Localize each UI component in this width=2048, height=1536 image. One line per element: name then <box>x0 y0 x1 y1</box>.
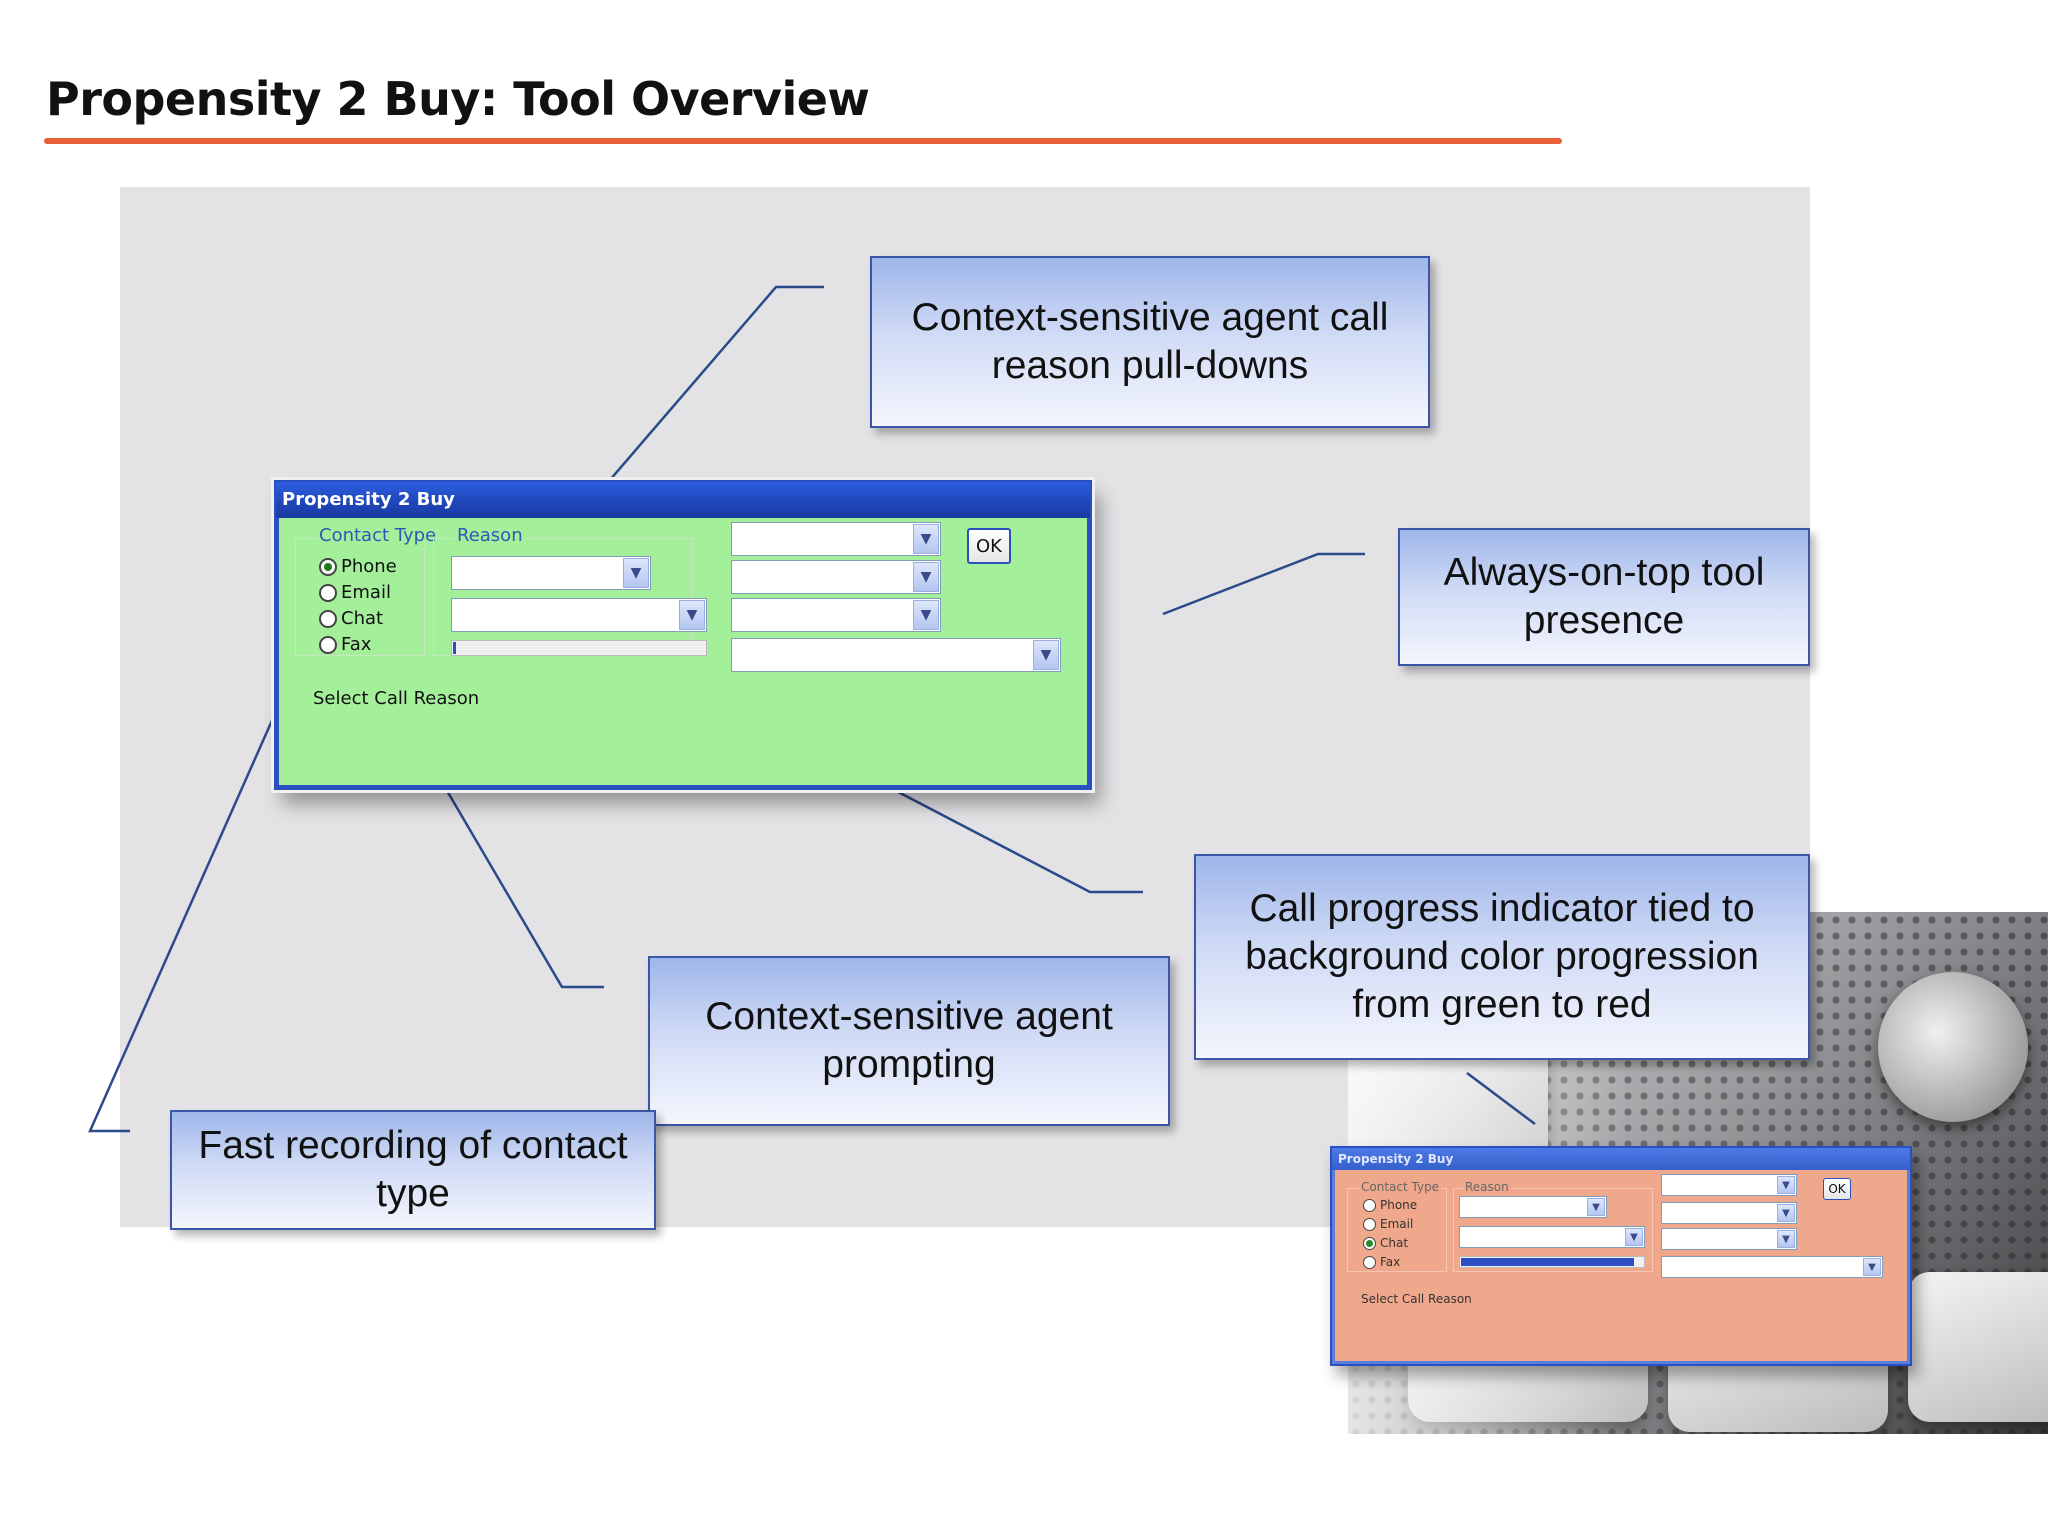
chevron-down-icon[interactable]: ▼ <box>1625 1228 1643 1246</box>
ok-button[interactable]: OK <box>1823 1178 1851 1200</box>
callout-progress-indicator: Call progress indicator tied to backgrou… <box>1194 854 1810 1060</box>
app-window-green[interactable]: Propensity 2 Buy Contact Type Reason Pho… <box>271 477 1095 793</box>
reason-combo-2[interactable]: ▼ <box>451 598 707 632</box>
reason-combo-5[interactable]: ▼ <box>731 598 941 632</box>
reason-combo-2[interactable]: ▼ <box>1459 1226 1645 1248</box>
radio-label: Fax <box>1380 1255 1401 1269</box>
chevron-down-icon[interactable]: ▼ <box>913 524 939 554</box>
call-progress-bar <box>1459 1256 1645 1268</box>
window-titlebar[interactable]: Propensity 2 Buy <box>276 482 1090 518</box>
radio-icon[interactable] <box>1363 1217 1376 1231</box>
chevron-down-icon[interactable]: ▼ <box>913 562 939 592</box>
radio-icon[interactable] <box>1363 1255 1376 1269</box>
chevron-down-icon[interactable]: ▼ <box>913 600 939 630</box>
window-titlebar[interactable]: Propensity 2 Buy <box>1332 1148 1910 1170</box>
chevron-down-icon[interactable]: ▼ <box>623 558 649 588</box>
radio-phone[interactable]: Phone <box>319 556 397 577</box>
reason-combo-1[interactable]: ▼ <box>1459 1196 1607 1218</box>
chevron-down-icon[interactable]: ▼ <box>1033 640 1059 670</box>
radio-fax[interactable]: Fax <box>319 634 371 655</box>
call-progress-fill <box>453 642 457 654</box>
radio-label: Phone <box>341 556 397 577</box>
slide-title: Propensity 2 Buy: Tool Overview <box>46 72 870 126</box>
call-progress-bar <box>451 640 707 656</box>
radio-email[interactable]: Email <box>319 582 391 603</box>
radio-icon[interactable] <box>319 609 337 628</box>
radio-email[interactable]: Email <box>1363 1217 1413 1231</box>
reason-combo-3[interactable]: ▼ <box>1661 1174 1797 1196</box>
radio-label: Chat <box>341 608 384 629</box>
radio-icon[interactable] <box>1363 1236 1376 1250</box>
callout-pulldowns: Context-sensitive agent call reason pull… <box>870 256 1430 428</box>
callout-always-on-top: Always-on-top tool presence <box>1398 528 1810 666</box>
reason-label: Reason <box>455 525 525 546</box>
app-window-red[interactable]: Propensity 2 Buy Contact Type Reason Pho… <box>1330 1146 1912 1366</box>
chevron-down-icon[interactable]: ▼ <box>1587 1198 1605 1216</box>
radio-label: Email <box>1380 1217 1414 1231</box>
callout-agent-prompting: Context-sensitive agent prompting <box>648 956 1170 1126</box>
call-progress-fill <box>1461 1258 1634 1266</box>
ok-button[interactable]: OK <box>967 528 1011 564</box>
reason-combo-6[interactable]: ▼ <box>1661 1256 1883 1278</box>
radio-label: Phone <box>1380 1198 1418 1212</box>
radio-label: Email <box>341 582 391 603</box>
radio-icon[interactable] <box>319 583 337 602</box>
chevron-down-icon[interactable]: ▼ <box>1777 1230 1795 1248</box>
status-text: Select Call Reason <box>313 688 480 709</box>
window-body: Contact Type Reason Phone Email Chat Fax… <box>1332 1170 1910 1364</box>
reason-combo-1[interactable]: ▼ <box>451 556 651 590</box>
reason-combo-6[interactable]: ▼ <box>731 638 1061 672</box>
reason-combo-3[interactable]: ▼ <box>731 522 941 556</box>
chevron-down-icon[interactable]: ▼ <box>1777 1176 1795 1194</box>
radio-chat[interactable]: Chat <box>319 608 383 629</box>
reason-combo-4[interactable]: ▼ <box>731 560 941 594</box>
contact-type-label: Contact Type <box>1359 1180 1442 1194</box>
callout-contact-type: Fast recording of contact type <box>170 1110 656 1230</box>
reason-group <box>1453 1188 1653 1272</box>
radio-icon[interactable] <box>319 635 337 654</box>
reason-label: Reason <box>1463 1180 1511 1194</box>
radio-fax[interactable]: Fax <box>1363 1255 1400 1269</box>
chevron-down-icon[interactable]: ▼ <box>1863 1258 1881 1276</box>
radio-label: Chat <box>1380 1236 1409 1250</box>
radio-icon[interactable] <box>1363 1198 1376 1212</box>
chevron-down-icon[interactable]: ▼ <box>1777 1204 1795 1222</box>
radio-icon[interactable] <box>319 557 337 576</box>
window-body: Contact Type Reason Phone Email Chat Fax… <box>276 518 1090 788</box>
radio-chat[interactable]: Chat <box>1363 1236 1408 1250</box>
chevron-down-icon[interactable]: ▼ <box>679 600 705 630</box>
status-text: Select Call Reason <box>1361 1292 1472 1306</box>
radio-label: Fax <box>341 634 372 655</box>
radio-phone[interactable]: Phone <box>1363 1198 1417 1212</box>
contact-type-label: Contact Type <box>317 525 439 546</box>
title-rule <box>44 138 1562 144</box>
reason-combo-4[interactable]: ▼ <box>1661 1202 1797 1224</box>
reason-combo-5[interactable]: ▼ <box>1661 1228 1797 1250</box>
